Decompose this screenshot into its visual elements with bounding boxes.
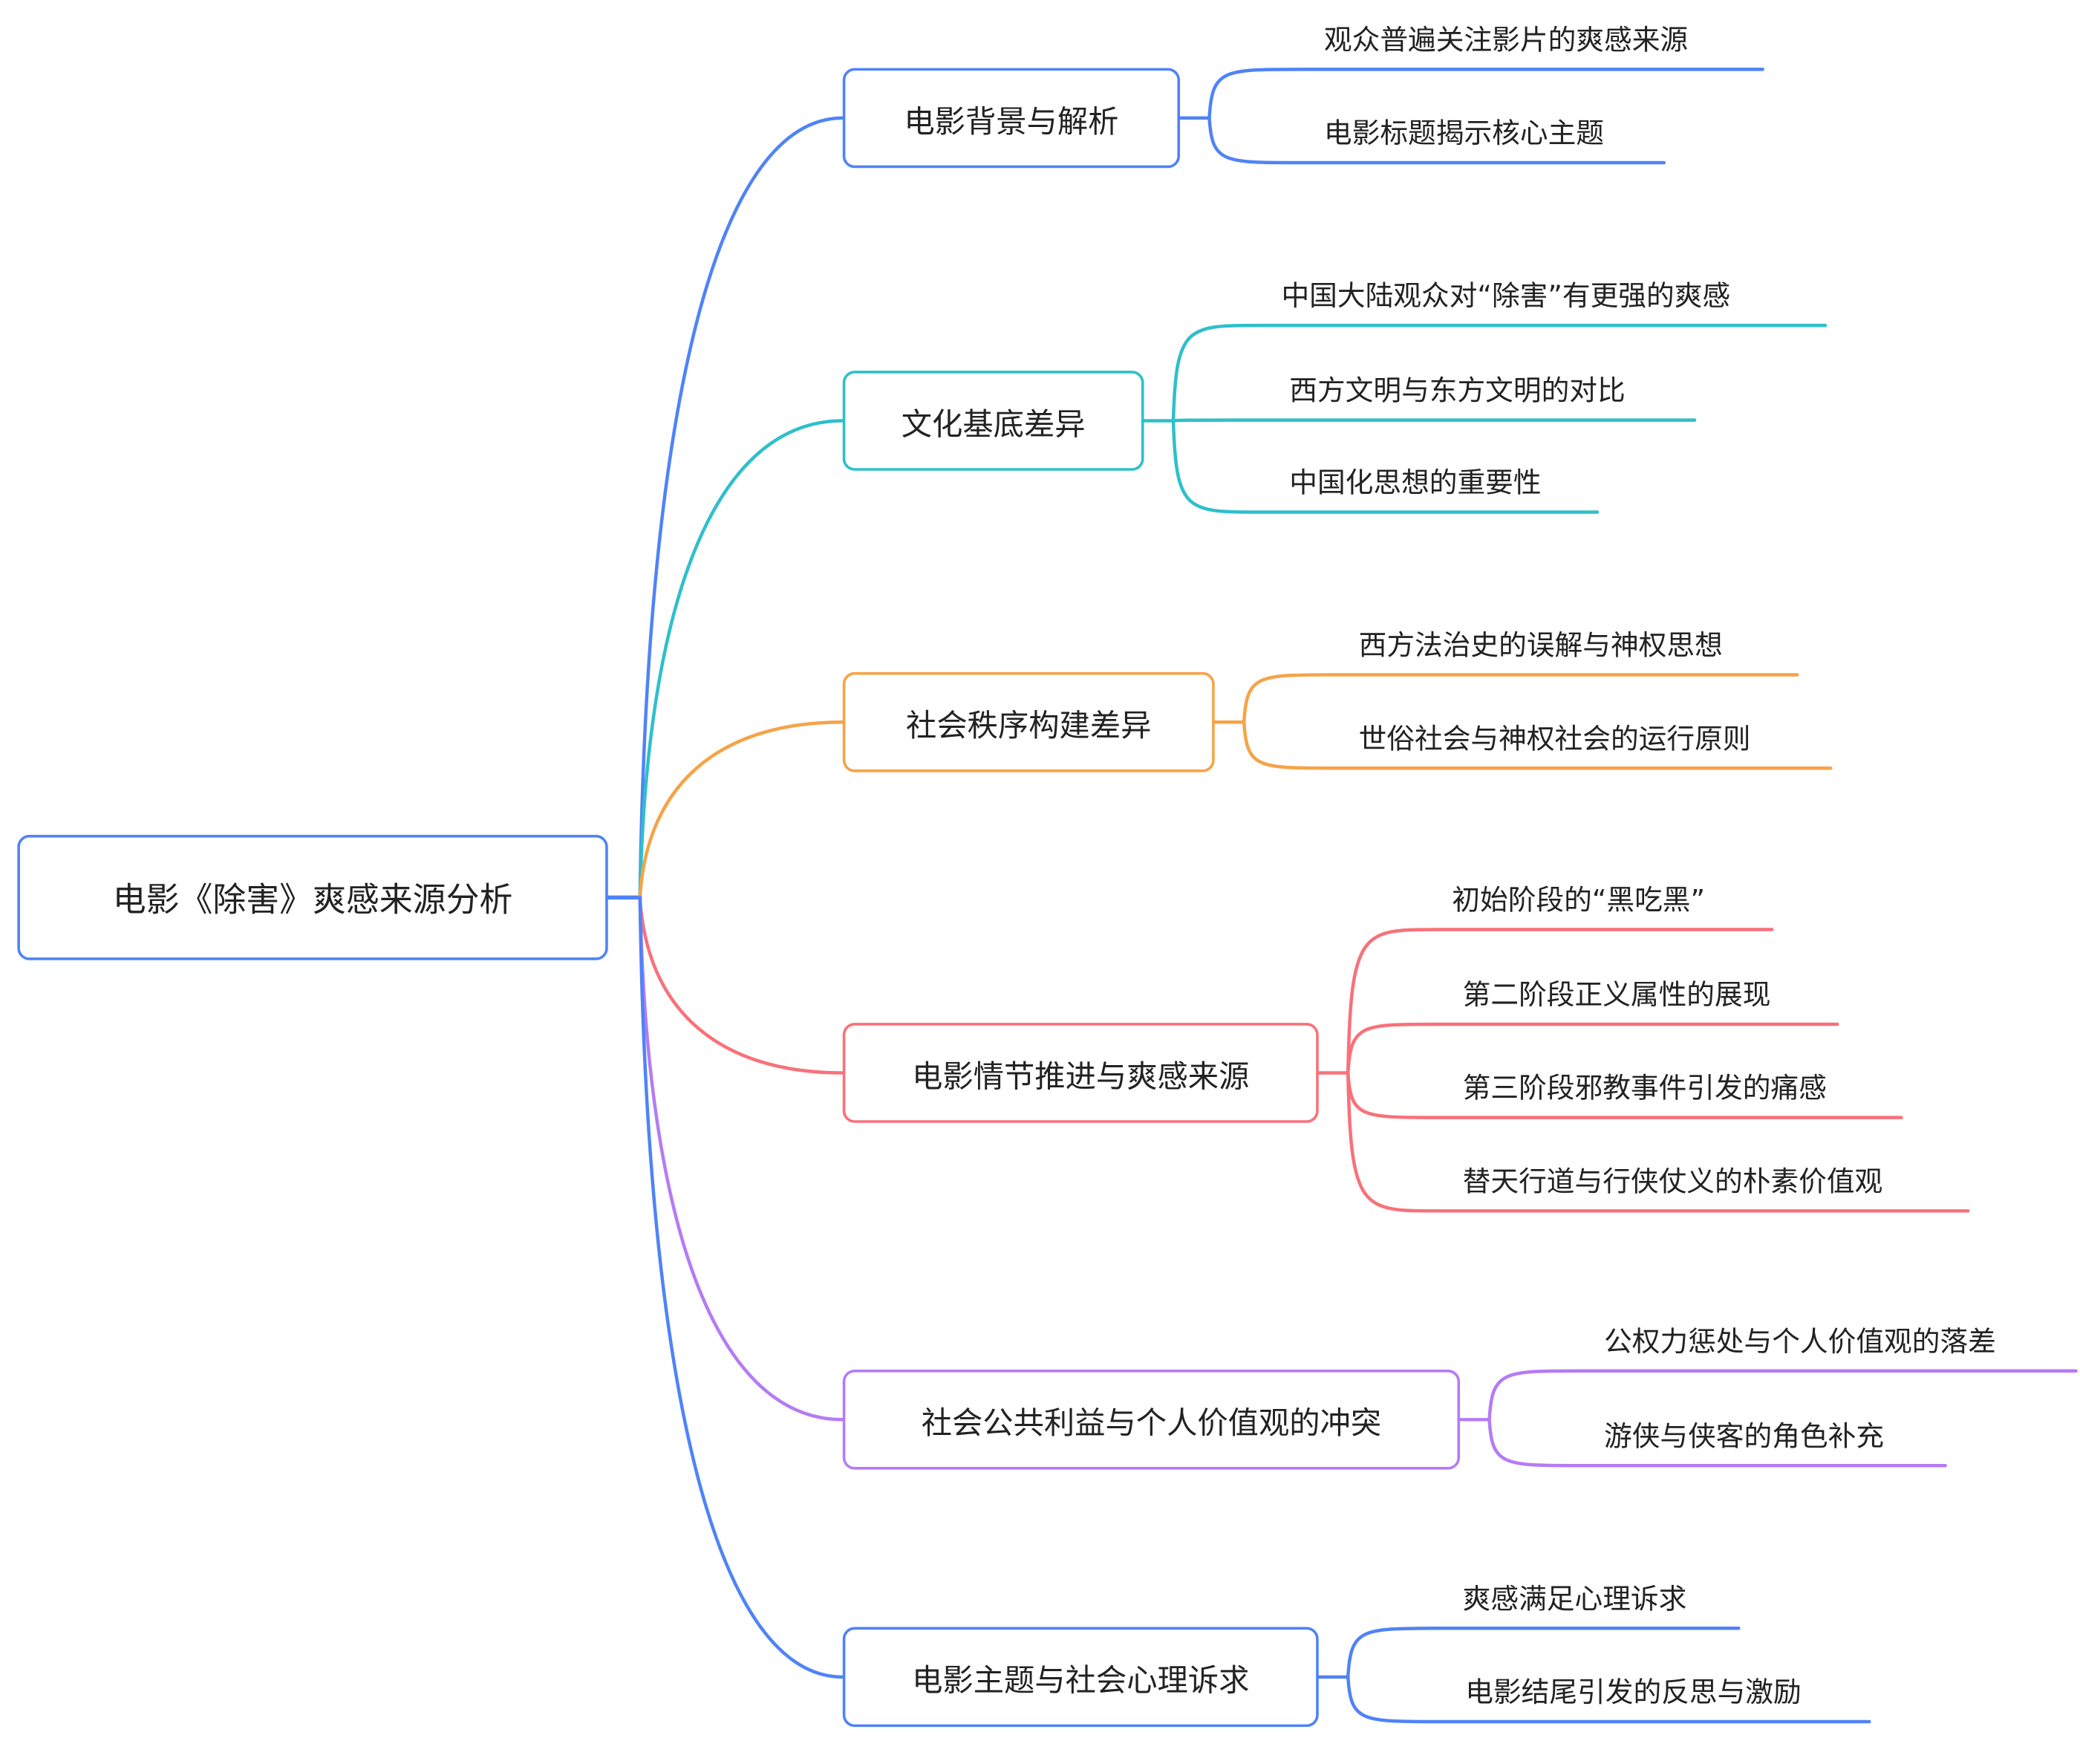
branch-connector bbox=[638, 896, 845, 1075]
leaf-connector bbox=[1171, 419, 1600, 514]
leaf-node[interactable]: 爽感满足心理诉求 bbox=[1462, 1583, 1687, 1615]
branch-connector bbox=[638, 896, 845, 1422]
branch-node-background[interactable]: 电影背景与解析 bbox=[842, 68, 1181, 169]
leaf-node[interactable]: 替天行道与行侠仗义的朴素价值观 bbox=[1462, 1165, 1883, 1198]
leaf-connector bbox=[1207, 116, 1666, 165]
leaf-node[interactable]: 西方法治史的误解与神权思想 bbox=[1358, 629, 1723, 662]
branch-label: 电影背景与解析 bbox=[904, 104, 1119, 140]
leaf-connector bbox=[1346, 1071, 1970, 1213]
branch-connector bbox=[638, 896, 845, 1679]
branch-node-social-order[interactable]: 社会秩序构建差异 bbox=[842, 671, 1215, 772]
leaf-connector bbox=[1346, 1627, 1741, 1679]
leaf-connector bbox=[1171, 323, 1828, 423]
leaf-node[interactable]: 世俗社会与神权社会的运行原则 bbox=[1358, 723, 1751, 755]
leaf-connector bbox=[1346, 928, 1774, 1075]
leaf-node[interactable]: 公权力惩处与个人价值观的落差 bbox=[1603, 1325, 1996, 1358]
leaf-node[interactable]: 初始阶段的“黑吃黑” bbox=[1452, 884, 1706, 917]
leaf-node[interactable]: 观众普遍关注影片的爽感来源 bbox=[1323, 24, 1689, 56]
leaf-node[interactable]: 电影标题揭示核心主题 bbox=[1323, 117, 1604, 150]
branch-connector bbox=[638, 419, 845, 899]
leaf-node[interactable]: 第二阶段正义属性的展现 bbox=[1462, 978, 1771, 1011]
leaf-connector bbox=[1487, 1369, 2078, 1422]
branch-label: 社会秩序构建差异 bbox=[906, 709, 1152, 743]
branch-connector bbox=[638, 720, 845, 899]
leaf-node[interactable]: 中国化思想的重要性 bbox=[1289, 466, 1542, 499]
branch-node-culture[interactable]: 文化基底差异 bbox=[842, 371, 1144, 471]
branch-node-plot[interactable]: 电影情节推进与爽感来源 bbox=[842, 1023, 1319, 1123]
leaf-connector bbox=[1207, 68, 1764, 120]
branch-label: 电影主题与社会心理诉求 bbox=[912, 1663, 1250, 1699]
branch-label: 文化基底差异 bbox=[901, 407, 1086, 443]
leaf-connector bbox=[1487, 1418, 1947, 1468]
leaf-node[interactable]: 游侠与侠客的角色补充 bbox=[1603, 1420, 1885, 1453]
branch-node-theme[interactable]: 电影主题与社会心理诉求 bbox=[842, 1627, 1319, 1728]
leaf-connector bbox=[1242, 673, 1799, 724]
leaf-connector bbox=[1346, 1022, 1839, 1075]
leaf-node[interactable]: 中国大陆观众对“除害”有更强的爽感 bbox=[1281, 280, 1731, 313]
root-node[interactable]: 电影《除害》爽感来源分析 bbox=[17, 834, 608, 960]
branch-label: 社会公共利益与个人价值观的冲突 bbox=[921, 1406, 1382, 1442]
leaf-connector bbox=[1171, 418, 1697, 423]
leaf-node[interactable]: 电影结尾引发的反思与激励 bbox=[1465, 1676, 1802, 1709]
branch-label: 电影情节推进与爽感来源 bbox=[912, 1059, 1250, 1095]
leaf-node[interactable]: 第三阶段邪教事件引发的痛感 bbox=[1462, 1072, 1827, 1104]
branch-connector bbox=[638, 116, 845, 899]
leaf-connector bbox=[1346, 1675, 1871, 1724]
root-label: 电影《除害》爽感来源分析 bbox=[112, 880, 513, 920]
leaf-connector bbox=[1242, 720, 1833, 770]
leaf-node[interactable]: 西方文明与东方文明的对比 bbox=[1289, 374, 1626, 407]
branch-node-public-vs-personal[interactable]: 社会公共利益与个人价值观的冲突 bbox=[842, 1369, 1461, 1470]
